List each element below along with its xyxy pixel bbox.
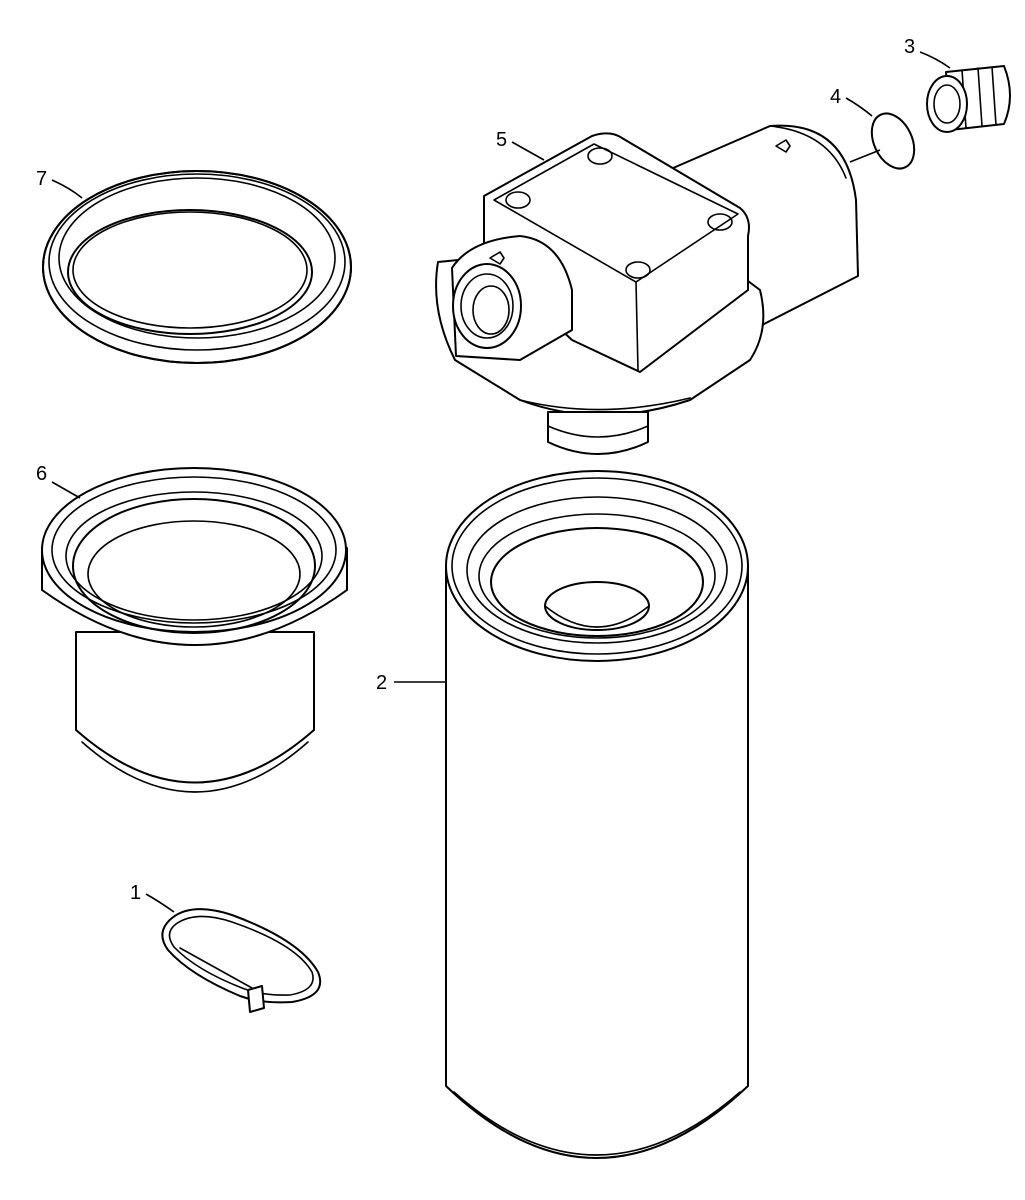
part-5-filter-head	[435, 124, 859, 455]
part-3-fitting	[926, 65, 1011, 133]
callout-3: 3	[904, 36, 915, 58]
part-1-strap-clip	[161, 908, 322, 1013]
part-2-filter-element	[445, 470, 749, 1159]
part-4-o-ring	[870, 112, 916, 170]
leader-lines	[51, 51, 951, 913]
callout-2: 2	[376, 672, 387, 694]
part-7-seal-ring	[42, 170, 352, 364]
callout-1: 1	[130, 882, 141, 904]
callout-5: 5	[496, 129, 507, 151]
callout-7: 7	[36, 168, 47, 190]
callout-4: 4	[830, 86, 841, 108]
callout-6: 6	[36, 463, 47, 485]
part-6-bowl	[41, 467, 348, 793]
